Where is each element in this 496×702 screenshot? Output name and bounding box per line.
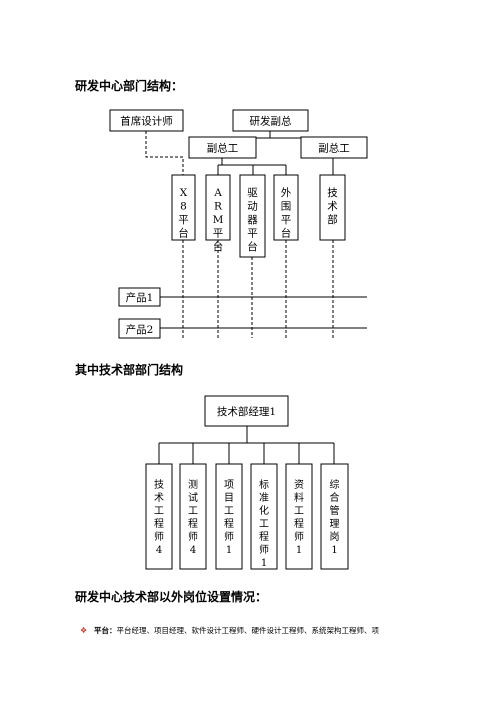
role-box-general-admin [320,463,349,570]
role-label-5-char-3: 理 [330,518,340,530]
chief-designer-label: 首席设计师 [120,115,173,128]
role-label-4-char-5: 1 [296,545,302,556]
role-label-0-char-5: 4 [156,545,162,556]
role-label-3-char-2: 化 [259,504,269,517]
role-label-4-char-2: 工 [294,506,304,517]
role-label-4-char-4: 师 [294,530,304,543]
role-label-3-char-0: 标 [259,479,269,491]
role-label-5-char-2: 管 [330,504,340,517]
role-label-1-char-0: 测 [188,478,198,491]
product-2-box [118,318,161,339]
deputy-chief-engineer-label-1: 副总工 [207,142,239,155]
platform-positions-line: ❖ 平台：平台经理、项目经理、软件设计工程师、硬件设计工程师、系统架构工程师、项 [80,625,379,636]
tech-manager-label: 技术部经理1 [217,405,276,418]
dept-box-arm-platform [205,174,231,241]
tech-chart: 技术部经理1 技术工程师4测试工程师4项目工程师1标准化工程师1资料工程师1综合… [145,395,349,570]
role-label-0-char-1: 术 [154,492,164,504]
role-label-3-char-3: 工 [259,519,269,530]
role-label-0-char-2: 工 [154,506,164,517]
role-label-0-char-0: 技 [154,478,164,491]
dept-label-1-char-0: A [213,187,222,199]
role-label-5-char-4: 岗 [330,531,340,543]
role-label-3-char-4: 程 [259,531,269,543]
role-label-1-char-5: 4 [190,545,196,556]
dept-label-2-char-2: 器 [247,214,258,226]
role-label-5-char-1: 合 [330,491,340,504]
role-label-5-char-0: 综 [330,478,340,491]
role-box-standardization-engineer [250,463,278,570]
role-label-5-char-5: 1 [331,545,337,556]
role-box-project-engineer [215,463,243,570]
role-label-4-char-1: 料 [294,491,304,504]
bullet-label: 平台： [94,626,117,635]
dept-label-3-char-1: 围 [281,201,292,213]
dept-label-2-char-1: 动 [247,201,258,213]
dept-label-3-char-3: 台 [281,227,292,240]
role-label-0-char-3: 程 [154,518,164,530]
dept-box-x8-platform [171,174,196,241]
dept-label-0-char-3: 台 [178,227,189,240]
diamond-bullet-icon: ❖ [80,626,88,635]
rd-vp-label: 研发副总 [250,115,292,128]
deputy-chief-engineer-box-2 [300,136,368,159]
dept-label-2-char-4: 台 [247,240,258,253]
dept-box-tech-dept [319,174,346,241]
role-label-0-char-4: 师 [154,530,164,543]
product-1-label: 产品1 [126,291,154,304]
role-label-4-char-0: 资 [294,479,304,491]
role-label-2-char-0: 项 [224,479,234,491]
role-label-2-char-3: 程 [224,518,234,530]
heading-org-structure: 研发中心部门结构： [75,79,184,93]
dept-label-3-char-0: 外 [281,187,292,199]
role-box-technical-engineer [145,463,173,570]
dept-label-2-char-3: 平 [247,228,258,240]
role-label-2-char-5: 1 [226,545,232,556]
role-box-test-engineer [179,463,207,570]
dept-label-1-char-2: M [213,214,224,226]
dept-label-4-char-0: 技 [327,186,338,199]
product-2-label: 产品2 [126,323,154,336]
tech-manager-box [204,395,289,427]
role-label-1-char-2: 工 [188,506,198,517]
role-label-3-char-6: 1 [261,558,267,569]
dept-label-4-char-2: 部 [327,213,338,226]
dept-label-1-char-1: R [214,201,223,213]
org-chart: 首席设计师 研发副总 副总工 副总工 [109,109,368,339]
dept-label-3-char-2: 平 [281,214,292,226]
product-1-box [118,287,161,307]
bullet-text: 平台经理、项目经理、软件设计工程师、硬件设计工程师、系统架构工程师、项 [116,626,380,635]
dept-label-0-char-1: 8 [180,201,187,213]
role-label-2-char-2: 工 [224,506,234,517]
heading-positions: 研发中心技术部以外岗位设置情况： [75,590,268,604]
role-label-1-char-4: 师 [188,530,198,543]
role-label-1-char-3: 程 [188,518,198,530]
chief-designer-dashed-link [145,131,184,175]
deputy-chief-engineer-label-2: 副总工 [318,142,350,155]
role-label-3-char-5: 师 [259,543,269,556]
dept-box-peripheral-platform [273,174,299,241]
role-label-4-char-3: 程 [294,518,304,530]
role-box-documentation-engineer [285,463,313,570]
dept-label-2-char-0: 驱 [247,187,258,199]
dept-label-4-char-1: 术 [327,201,338,213]
dept-label-0-char-0: X [180,187,188,199]
dept-label-0-char-2: 平 [178,214,189,226]
dept-label-1-char-4: 台 [213,240,224,253]
role-label-2-char-4: 师 [224,530,234,543]
dept-label-1-char-3: 平 [213,228,224,240]
role-label-2-char-1: 目 [224,493,234,504]
role-label-3-char-1: 准 [259,492,269,504]
dept-box-driver-platform [239,174,266,258]
heading-tech-structure: 其中技术部部门结构 [75,363,184,377]
role-label-1-char-1: 试 [188,491,198,504]
